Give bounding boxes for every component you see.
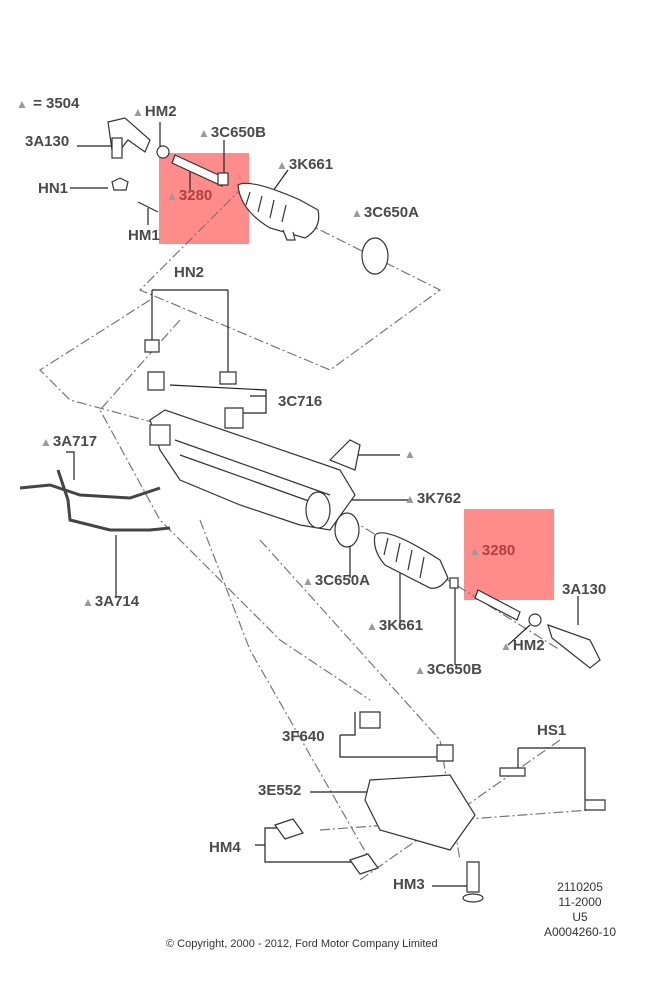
triangle-icon: ▲ (132, 105, 144, 119)
callout-3c650b-top[interactable]: ▲3C650B (198, 124, 266, 141)
callout-3e552[interactable]: 3E552 (258, 782, 302, 799)
callout-3280-top[interactable]: ▲3280 (166, 187, 213, 204)
callout-3c650b-bottom[interactable]: ▲3C650B (414, 661, 482, 678)
steering-rack-housing (144, 339, 361, 548)
triangle-icon: ▲ (40, 435, 52, 449)
reference-number: 2110205 (557, 880, 603, 894)
reference-id: A0004260-10 (543, 925, 617, 939)
copyright: © Copyright, 2000 - 2012, Ford Motor Com… (166, 938, 438, 950)
callout-triangle-only[interactable]: ▲ (404, 446, 417, 461)
callout-3c716[interactable]: 3C716 (278, 393, 323, 410)
reference-block: 2110205 11-2000 U5 A0004260-10 (540, 880, 620, 940)
callout-3f640[interactable]: 3F640 (282, 728, 325, 745)
triangle-icon: ▲ (276, 158, 288, 172)
triangle-icon: ▲ (366, 619, 378, 633)
bellows-boot-top (237, 182, 389, 275)
callout-3a130-bottom[interactable]: 3A130 (562, 581, 607, 598)
callout-hm4[interactable]: HM4 (209, 839, 241, 856)
callout-3k762[interactable]: ▲3K762 (404, 490, 462, 507)
callout-3a717[interactable]: ▲3A717 (40, 433, 98, 450)
triangle-icon: ▲ (302, 574, 314, 588)
callout-3280-bottom[interactable]: ▲3280 (469, 542, 516, 559)
tie-rod-end-top (107, 117, 229, 213)
triangle-icon: ▲ (404, 447, 416, 461)
callout-3a714[interactable]: ▲3A714 (82, 593, 140, 610)
triangle-icon: ▲ (500, 639, 512, 653)
bellows-boot-bottom (373, 532, 601, 669)
fluid-lines (19, 469, 171, 532)
triangle-icon: ▲ (198, 126, 210, 140)
callout-hm2-top[interactable]: ▲HM2 (132, 103, 177, 120)
reference-date: 11-2000 (558, 895, 602, 909)
callout-3k661-bottom[interactable]: ▲3K661 (366, 617, 424, 634)
callout-hn2[interactable]: HN2 (174, 264, 205, 281)
callout-hm1[interactable]: HM1 (128, 227, 160, 244)
highlight-3280-bottom (464, 509, 554, 600)
callout-3a130-top[interactable]: 3A130 (25, 133, 70, 150)
callout-hm3[interactable]: HM3 (393, 876, 425, 893)
callout-3c650a-top[interactable]: ▲3C650A (351, 204, 419, 221)
reference-code: U5 (572, 910, 588, 924)
triangle-icon: ▲ (82, 595, 94, 609)
triangle-icon: ▲ (469, 544, 481, 558)
legend: ▲ = 3504 (16, 95, 80, 112)
triangle-icon: ▲ (404, 492, 416, 506)
triangle-icon: ▲ (414, 663, 426, 677)
triangle-icon: ▲ (16, 97, 28, 111)
callout-hn1[interactable]: HN1 (38, 180, 69, 197)
triangle-icon: ▲ (351, 206, 363, 220)
mounting-brackets (274, 711, 606, 903)
callout-hs1[interactable]: HS1 (537, 722, 567, 739)
triangle-icon: ▲ (166, 189, 178, 203)
callout-3k661-top[interactable]: ▲3K661 (276, 156, 334, 173)
callout-hm2-bottom[interactable]: ▲HM2 (500, 637, 545, 654)
callout-3c650a-bottom[interactable]: ▲3C650A (302, 572, 370, 589)
